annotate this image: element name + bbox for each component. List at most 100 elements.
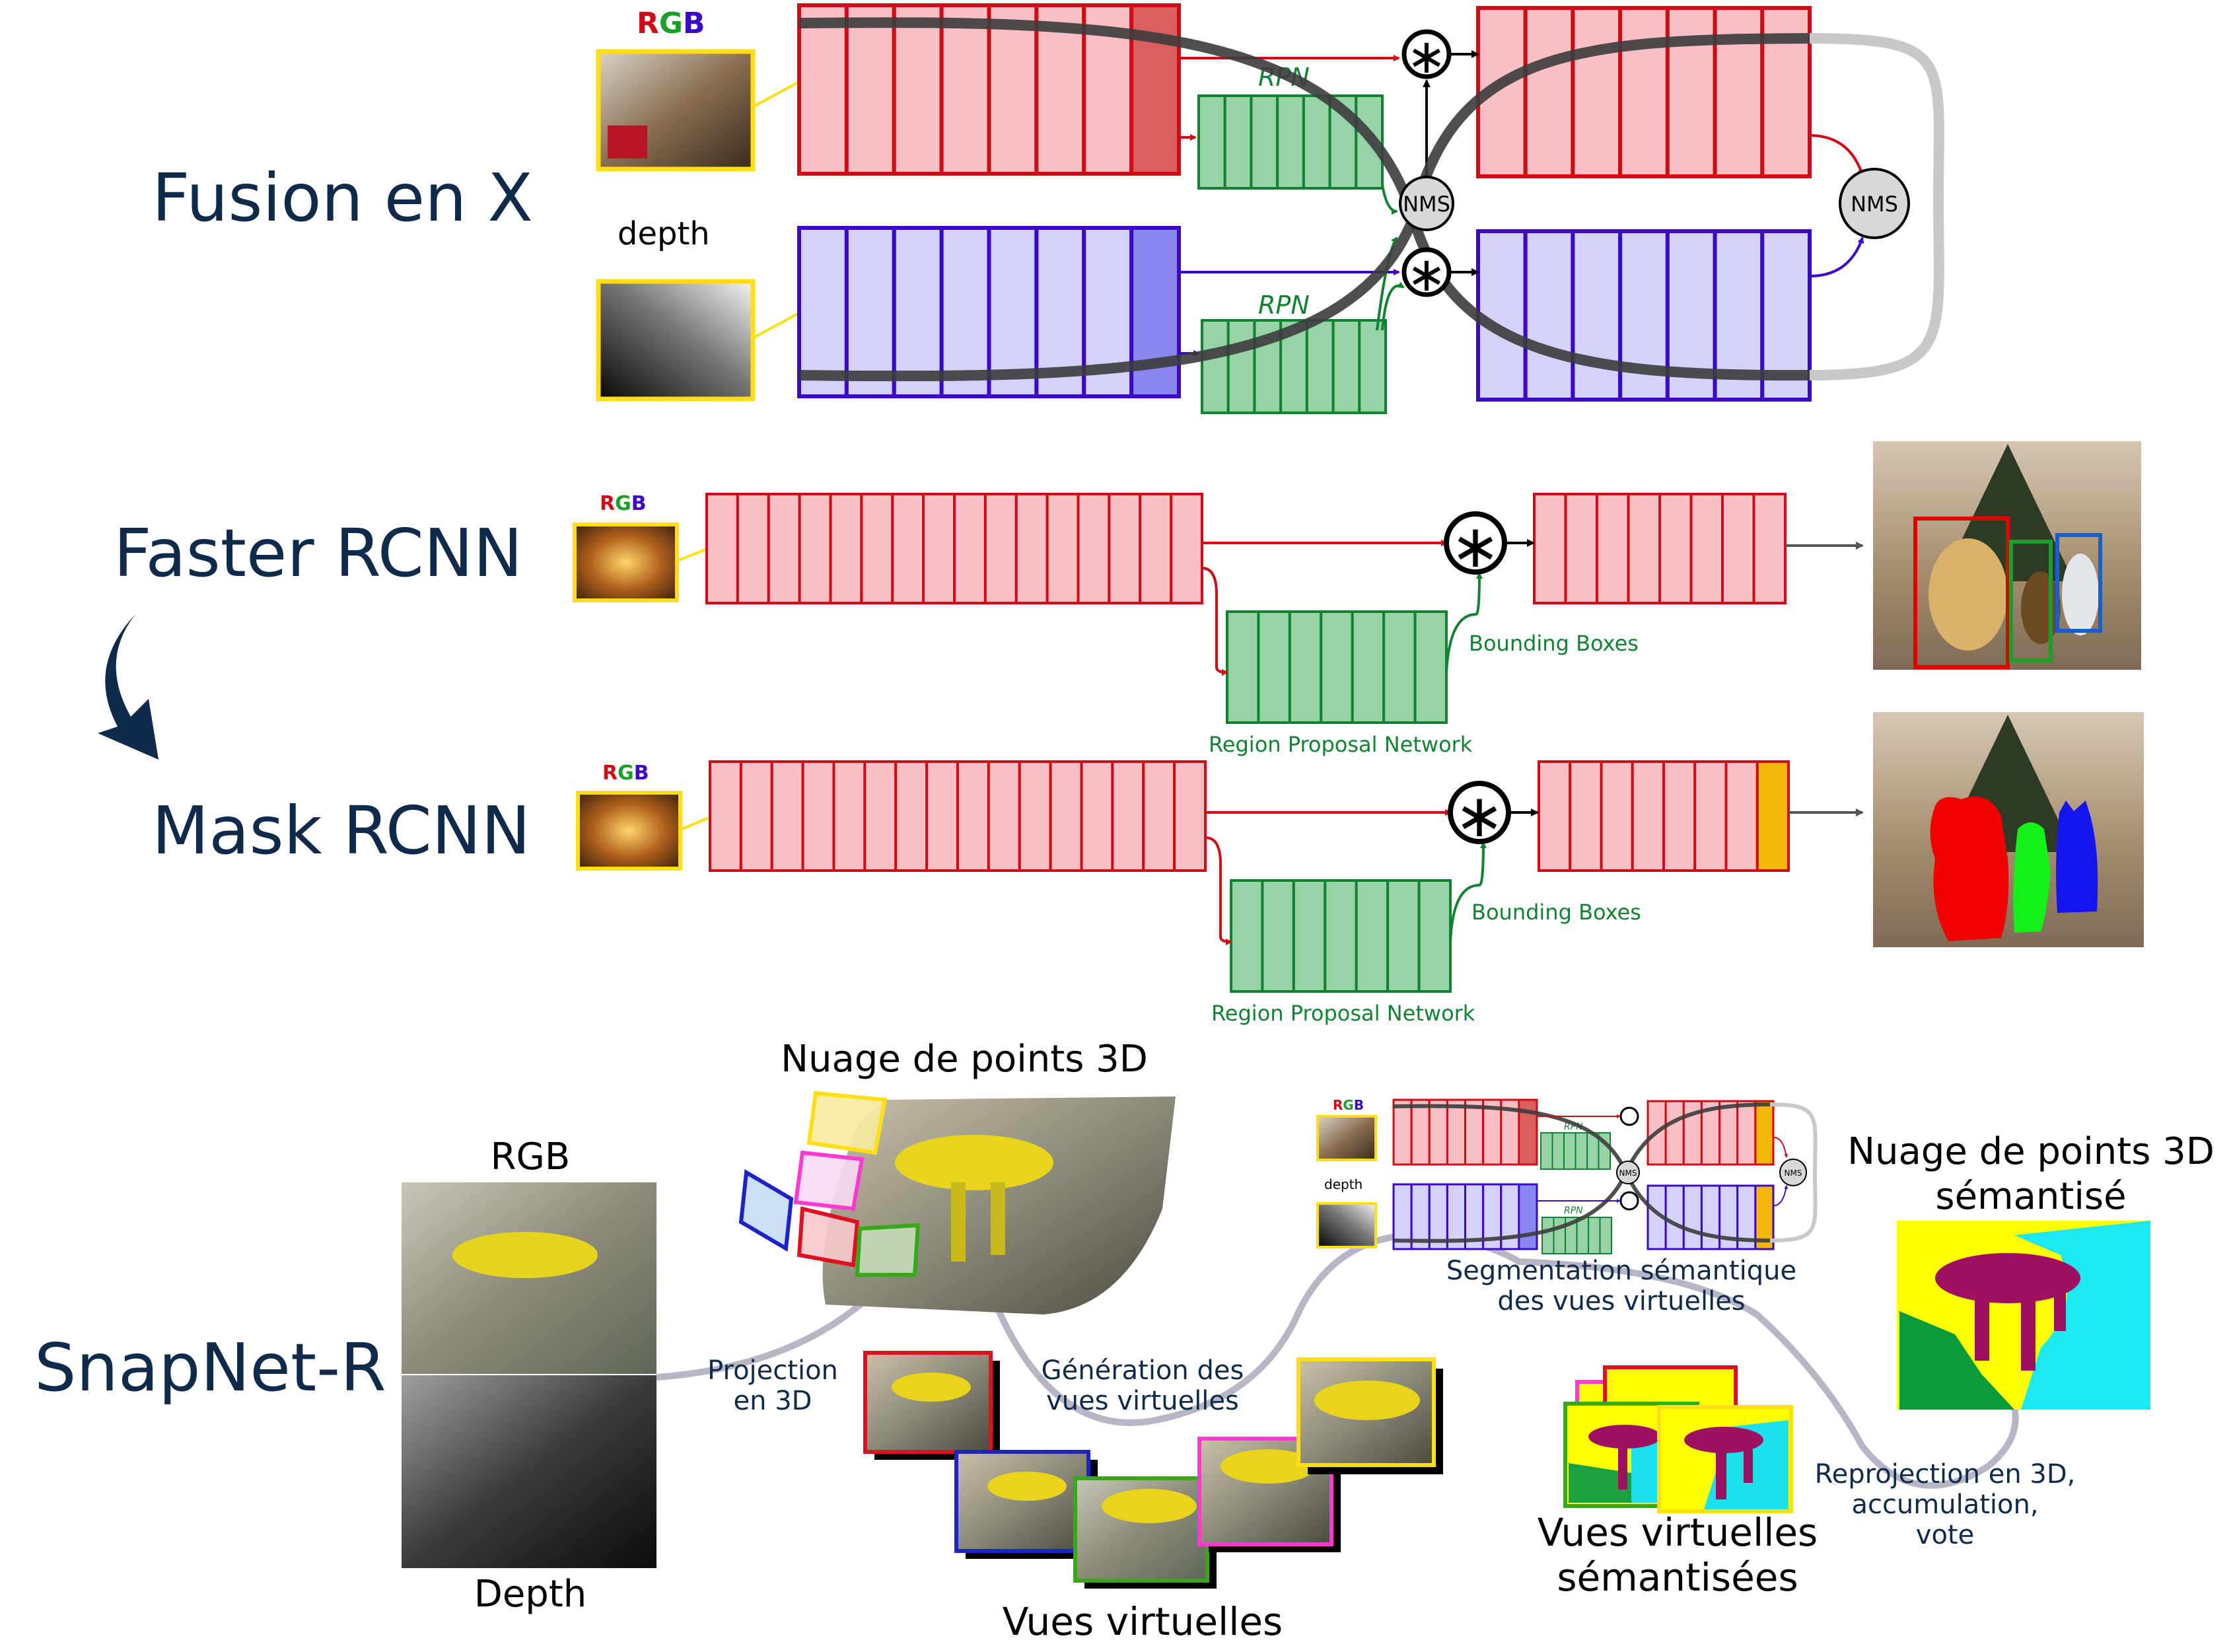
layer-cell [1392, 1183, 1413, 1250]
fusion-title: Fusion en X [152, 159, 533, 236]
layer-cell [1713, 6, 1765, 178]
fusion-nms-right [1839, 168, 1910, 239]
layer-cell [1018, 760, 1052, 872]
layer-cell [891, 493, 925, 604]
down-arrow-icon [98, 614, 159, 760]
layer-cell [1538, 760, 1572, 872]
mask-head [1538, 760, 1790, 872]
mask-op [1448, 781, 1511, 844]
fusion-depth-thumbnail [596, 279, 756, 402]
layer-cell [987, 760, 1021, 872]
projection-label-1: Projection [707, 1355, 838, 1386]
layer-cell [1689, 493, 1724, 604]
layer-cell [1627, 493, 1661, 604]
layer-cell [1257, 610, 1291, 724]
layer-cell [1428, 1098, 1448, 1166]
snapnet-title: SnapNet-R [34, 1329, 386, 1406]
layer-cell [1446, 1183, 1466, 1250]
layer-cell [829, 493, 863, 604]
mask-rcnn-title: Mask RCNN [152, 792, 530, 869]
faster-input-connector [678, 548, 706, 561]
faster-rgb-label: RGB [600, 492, 647, 515]
layer-cell [1223, 94, 1253, 190]
layer-cell [1049, 760, 1083, 872]
layer-cell [832, 760, 867, 872]
virtual-view-red [863, 1351, 1000, 1460]
layer-cell [1571, 229, 1623, 402]
cloud-table-leg-2 [991, 1182, 1005, 1255]
layer-cell [1382, 610, 1417, 724]
layer-cell [863, 760, 898, 872]
layer-cell [1410, 1098, 1431, 1166]
snapnet-depth-label: Depth [474, 1573, 587, 1616]
layer-cell [1540, 1132, 1553, 1170]
layer-cell [1664, 1184, 1685, 1250]
camera-plane-red [797, 1206, 860, 1268]
fusion-rgb-label: RGB [637, 7, 705, 40]
layer-cell [922, 493, 956, 604]
fusion-path-depth [798, 33, 1810, 382]
mini-arrow-rgb-nms [1773, 1137, 1788, 1158]
thumbnail-detail [608, 126, 647, 159]
layer-cell [939, 3, 991, 176]
table-shape [452, 1232, 598, 1278]
faster-input-thumbnail [573, 522, 679, 602]
detection-box-red [1913, 517, 2010, 669]
faster-bbox-label: Bounding Boxes [1469, 631, 1639, 656]
mini-op-top [1619, 1106, 1639, 1126]
layer-cell [705, 493, 739, 604]
layer-cell [1682, 1184, 1703, 1250]
layer-cell [1664, 1100, 1685, 1166]
layer-cell [1754, 1100, 1775, 1166]
layer-cell [1551, 1132, 1565, 1170]
layer-cell [1358, 319, 1387, 414]
mask-segment-red [1930, 796, 2009, 941]
mini-rgb-encoder [1392, 1098, 1538, 1166]
cloud-table-leg [951, 1182, 966, 1262]
layer-cell [1718, 1100, 1739, 1166]
reprojection-label-2: accumulation, [1851, 1490, 2038, 1520]
layer-cell [1428, 1183, 1448, 1250]
faster-backbone-to-rpn-arrow [1201, 567, 1228, 676]
semantic-views-label-1: Vues virtuelles [1538, 1510, 1818, 1555]
layer-cell [1302, 94, 1331, 190]
rpn-rgb-to-nms-arrow [1381, 184, 1398, 215]
mask-rpn [1230, 879, 1452, 993]
detection-box-blue [2055, 533, 2102, 633]
fusion-rpn-depth-label: RPN [1258, 291, 1310, 320]
fusion-nms-right-label: NMS [1851, 192, 1898, 217]
semantic-point-cloud [1897, 1221, 2150, 1410]
layer-cell [1693, 760, 1728, 872]
layer-cell [1226, 319, 1256, 414]
layer-cell [1571, 6, 1623, 178]
layer-cell [1618, 6, 1670, 178]
mini-nms-right-label: NMS [1785, 1168, 1802, 1178]
layer-cell [1563, 1132, 1576, 1170]
layer-cell [1320, 610, 1354, 724]
mini-rpn-rgb [1540, 1132, 1611, 1170]
layer-cell [1665, 6, 1717, 178]
layer-cell [1201, 319, 1230, 414]
snapnet-depth-image [402, 1375, 656, 1568]
mask-bbox-label: Bounding Boxes [1471, 900, 1641, 925]
layer-cell [1111, 760, 1145, 872]
layer-cell [1292, 879, 1327, 993]
mask-backbone-to-rpn-arrow [1205, 836, 1232, 945]
mask-rpn-to-op-arrow [1449, 842, 1487, 943]
layer-cell [1575, 1132, 1588, 1170]
layer-cell [1724, 760, 1759, 872]
layer-cell [1305, 319, 1335, 414]
layer-cell [1288, 610, 1323, 724]
layer-cell [1596, 493, 1630, 604]
layer-cell [1721, 493, 1755, 604]
layer-cell [736, 493, 770, 604]
faster-head [1533, 493, 1787, 604]
cat-shape [2062, 554, 2099, 635]
fusion-op-bottom [1401, 247, 1452, 297]
reprojection-label-1: Reprojection en 3D, [1815, 1459, 2076, 1490]
layer-cell [1226, 610, 1260, 724]
layer-cell [892, 3, 944, 176]
layer-cell [797, 3, 849, 176]
layer-cell [1139, 493, 1173, 604]
